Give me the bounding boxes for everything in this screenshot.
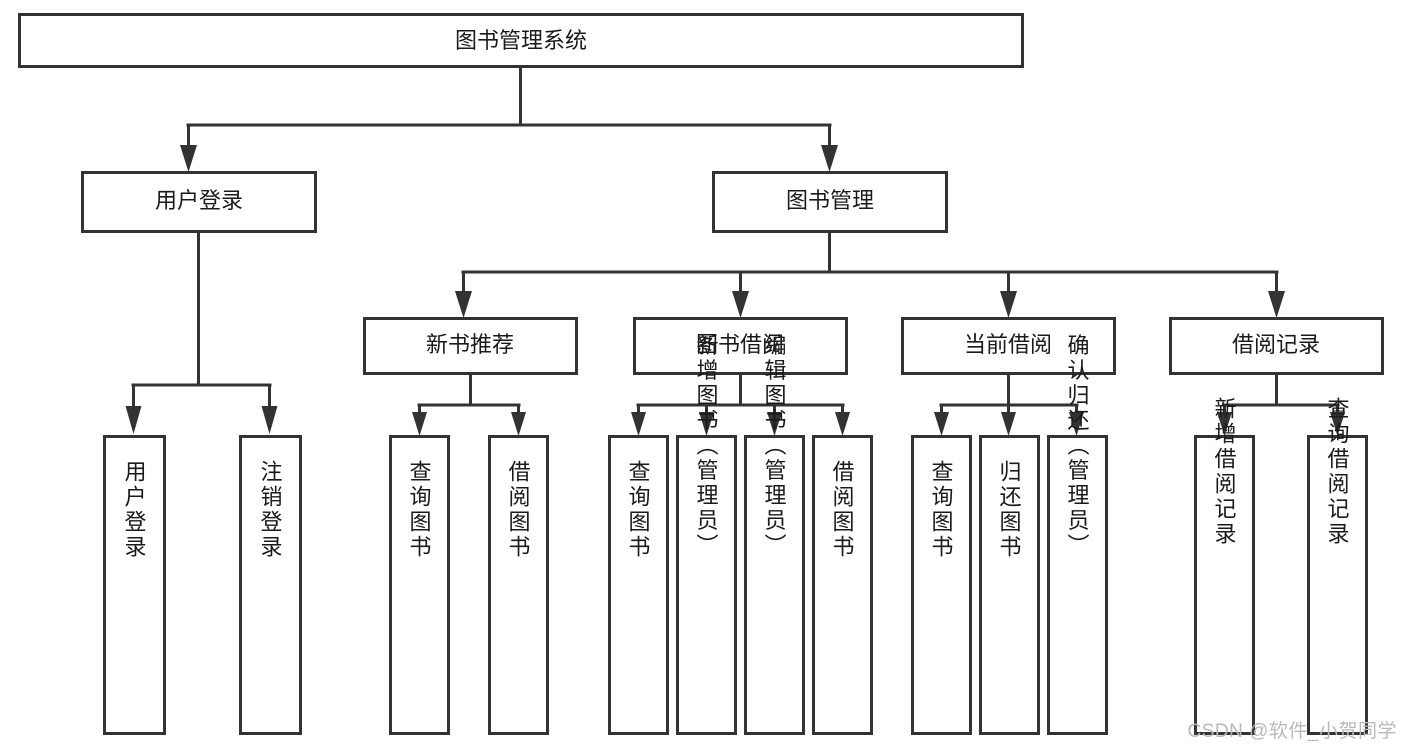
node-leaf-edit-book-box[interactable] (744, 435, 805, 735)
node-user-login[interactable]: 用户登录 (81, 171, 317, 233)
arrow-head-leaf-query-book-3 (934, 412, 949, 436)
arrow-head-leaf-borrow-book-1 (511, 412, 526, 436)
node-leaf-query-record[interactable]: 查询借阅记录 (1307, 397, 1368, 735)
node-book-manage-box[interactable] (712, 171, 948, 233)
node-leaf-user-login-label: 用户登录 (122, 460, 147, 560)
node-root-label: 图书管理系统 (455, 28, 587, 53)
arrow-head-leaf-query-book-1 (412, 412, 427, 436)
arrow-head-leaf-query-record (1330, 412, 1345, 436)
node-leaf-confirm-return-box[interactable] (1047, 435, 1108, 735)
node-leaf-return-book[interactable]: 归还图书 (979, 435, 1040, 735)
node-leaf-borrow-book-2-box[interactable] (812, 435, 873, 735)
node-leaf-logout-login-box[interactable] (239, 435, 302, 735)
connector-group-user-login-to-leaves (125, 230, 278, 434)
arrow-head-leaf-user-login (125, 406, 142, 434)
node-book-borrow-label: 图书借阅 (696, 332, 784, 357)
arrow-head-borrow-record (1268, 291, 1285, 318)
arrow-head-leaf-add-book (699, 412, 714, 436)
node-leaf-add-record[interactable]: 新增借阅记录 (1194, 397, 1255, 735)
arrow-head-book-borrow (732, 291, 749, 318)
node-leaf-add-book-label: 新增图书（管理员） (694, 334, 719, 559)
arrow-head-current-borrow (1000, 291, 1017, 318)
node-leaf-query-book-2-box[interactable] (608, 435, 669, 735)
connector-group-borrow-record-to-leaves (1217, 372, 1345, 436)
node-leaf-query-book-2-label: 查询图书 (626, 460, 651, 560)
node-leaf-return-book-label: 归还图书 (997, 460, 1022, 560)
arrow-head-leaf-confirm-return (1069, 412, 1084, 436)
node-book-manage-label: 图书管理 (786, 188, 874, 213)
node-leaf-query-book-3[interactable]: 查询图书 (911, 435, 972, 735)
node-leaf-borrow-book-2[interactable]: 借阅图书 (812, 435, 873, 735)
node-leaf-query-book-1-label: 查询图书 (407, 460, 432, 560)
node-new-book-recommend-label: 新书推荐 (426, 332, 514, 357)
node-leaf-user-login-box[interactable] (103, 435, 166, 735)
node-book-manage[interactable]: 图书管理 (712, 171, 948, 233)
node-new-book-recommend[interactable]: 新书推荐 (363, 317, 578, 375)
node-leaf-borrow-book-1[interactable]: 借阅图书 (488, 435, 549, 735)
node-leaf-add-book[interactable]: 新增图书（管理员） (676, 334, 737, 735)
node-current-borrow-box[interactable] (901, 317, 1116, 375)
connector-group-book-borrow-to-leaves (631, 372, 850, 436)
arrow-head-leaf-add-record (1217, 412, 1232, 436)
node-leaf-query-record-box[interactable] (1307, 435, 1368, 735)
node-leaf-return-book-box[interactable] (979, 435, 1040, 735)
node-leaf-user-login[interactable]: 用户登录 (103, 435, 166, 735)
connector-group-book-manage-to-level3 (455, 230, 1285, 318)
node-root-box[interactable] (18, 13, 1024, 68)
node-book-borrow[interactable]: 图书借阅 (633, 317, 848, 375)
node-leaf-query-record-label: 查询借阅记录 (1325, 397, 1350, 547)
node-borrow-record-box[interactable] (1169, 317, 1384, 375)
node-leaf-confirm-return-label: 确认归还（管理员） (1065, 334, 1090, 559)
node-leaf-query-book-1[interactable]: 查询图书 (389, 435, 450, 735)
node-borrow-record[interactable]: 借阅记录 (1169, 317, 1384, 375)
node-leaf-confirm-return[interactable]: 确认归还（管理员） (1047, 334, 1108, 735)
arrow-head-book-manage (821, 145, 838, 172)
node-leaf-query-book-3-label: 查询图书 (929, 460, 954, 560)
node-current-borrow[interactable]: 当前借阅 (901, 317, 1116, 375)
node-leaf-query-book-1-box[interactable] (389, 435, 450, 735)
connector-group-new-book-recommend-to-leaves (412, 372, 526, 436)
node-leaf-add-record-label: 新增借阅记录 (1212, 397, 1237, 547)
arrow-head-user-login (180, 145, 197, 172)
node-new-book-recommend-box[interactable] (363, 317, 578, 375)
node-leaf-borrow-book-1-label: 借阅图书 (506, 460, 531, 560)
node-leaf-query-book-3-box[interactable] (911, 435, 972, 735)
node-leaf-borrow-book-2-label: 借阅图书 (830, 460, 855, 560)
arrow-head-leaf-query-book-2 (631, 412, 646, 436)
node-book-borrow-box[interactable] (633, 317, 848, 375)
node-leaf-edit-book-label: 编辑图书（管理员） (762, 334, 787, 559)
node-user-login-box[interactable] (81, 171, 317, 233)
node-user-login-label: 用户登录 (155, 188, 243, 213)
node-leaf-logout-login[interactable]: 注销登录 (239, 435, 302, 735)
node-leaf-query-book-2[interactable]: 查询图书 (608, 435, 669, 735)
node-leaf-logout-login-label: 注销登录 (258, 460, 283, 560)
node-borrow-record-label: 借阅记录 (1232, 332, 1320, 357)
node-leaf-borrow-book-1-box[interactable] (488, 435, 549, 735)
connector-group-current-borrow-to-leaves (934, 372, 1084, 436)
arrow-head-leaf-edit-book (767, 412, 782, 436)
connector-group-root-to-level2 (180, 65, 838, 172)
node-root[interactable]: 图书管理系统 (18, 13, 1024, 68)
node-leaf-edit-book[interactable]: 编辑图书（管理员） (744, 334, 805, 735)
arrow-head-leaf-borrow-book-2 (835, 412, 850, 436)
node-leaf-add-book-box[interactable] (676, 435, 737, 735)
node-current-borrow-label: 当前借阅 (964, 332, 1052, 357)
arrow-head-new-book-recommend (455, 291, 472, 318)
arrow-head-leaf-return-book (1001, 412, 1016, 436)
arrow-head-leaf-logout-login (261, 406, 278, 434)
node-leaf-add-record-box[interactable] (1194, 435, 1255, 735)
